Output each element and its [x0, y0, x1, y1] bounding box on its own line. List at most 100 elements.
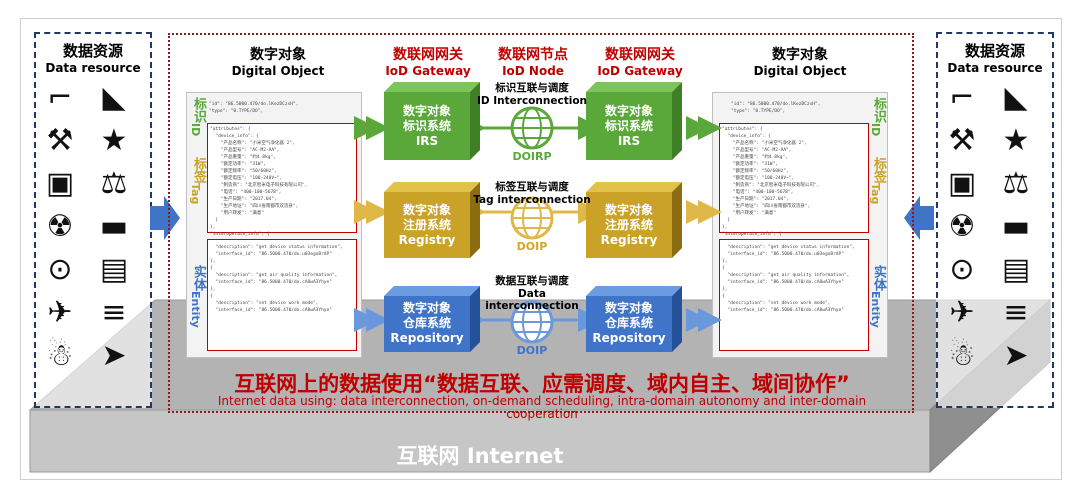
airplane-icon: ✈ — [949, 295, 975, 330]
books-icon: ≡ — [1003, 295, 1029, 330]
doirp-globe-icon — [510, 106, 554, 150]
data-interconnection-label: 数据互联与调度 Data interconnection — [470, 273, 594, 312]
left-icon-grid: ⌐◣⚒★▣⚖☢▬⊙▤✈≡☃➤ — [36, 81, 150, 373]
right-gateway-cn: 数联网网关 — [605, 47, 675, 63]
gavel-icon: ⚒ — [948, 123, 976, 158]
running-person-icon: ★ — [1002, 123, 1030, 158]
right-entity-box: "description": "get device status inform… — [719, 239, 869, 351]
street-lamp-icon: ⌐ — [949, 80, 975, 115]
node-header: 数联网节点 IoD Node — [478, 44, 588, 78]
left-gateway-en: IoD Gateway — [385, 64, 471, 78]
right-tag-label: 标签 Tag — [869, 157, 887, 204]
doip-tag-globe-icon — [510, 196, 554, 240]
left-irs-line3: IRS — [415, 134, 439, 148]
node-header-en: IoD Node — [502, 64, 564, 78]
left-registry-line2: 注册系统 — [402, 218, 451, 232]
right-registry-line1: 数字对象 — [604, 203, 653, 217]
right-irs-line3: IRS — [617, 134, 641, 148]
right-repository-cube — [586, 286, 682, 352]
scales-icon: ⚖ — [1002, 166, 1030, 201]
left-irs-label: 数字对象 标识系统 IRS — [384, 104, 470, 149]
left-do-header-en: Digital Object — [231, 64, 325, 78]
left-digital-object-document: "id": "86.5000.470/do.lKezDCzsH", "type"… — [186, 92, 362, 358]
cctv-camera-icon: ◣ — [1004, 80, 1028, 115]
data-interconnection-cn: 数据互联与调度 — [495, 275, 569, 287]
right-icon-grid: ⌐ ◣ ⚒ ★ ▣ ⚖ ☢ ▬ ⊙ ▤ ✈ ≡ ☃ ➤ — [938, 81, 1052, 373]
left-repository-line1: 数字对象 — [402, 301, 451, 315]
left-registry-cube — [384, 182, 480, 258]
cctv-camera-icon: ◣ — [102, 80, 126, 115]
doip-data-globe-icon — [510, 300, 554, 344]
right-repository-label: 数字对象 仓库系统 Repository — [586, 301, 672, 346]
street-lamp-icon: ⌐ — [47, 80, 73, 115]
left-gateway-header: 数联网网关 IoD Gateway — [378, 44, 478, 78]
running-person-icon: ★ — [100, 123, 128, 158]
left-id-label-en: ID — [189, 123, 202, 137]
id-interconnection-cn: 标识互联与调度 — [495, 82, 569, 94]
left-entity-label-cn: 实体 — [191, 265, 206, 291]
right-resource-subtitle: Data resource — [947, 61, 1043, 75]
id-interconnection-label: 标识互联与调度 ID Interconnection — [470, 80, 594, 107]
right-registry-label: 数字对象 注册系统 Registry — [586, 203, 672, 248]
tag-interconnection-cn: 标签互联与调度 — [495, 181, 569, 193]
right-digital-object-document: "id": "86.5000.470/do.lKezDCzsH", "type"… — [712, 92, 888, 358]
right-do-header-cn: 数字对象 — [772, 47, 828, 63]
safe-icon: ▣ — [947, 166, 977, 201]
figure-frame — [20, 18, 1062, 480]
right-id-code: "id": "86.5000.470/do.lKezDCzsH", "type"… — [731, 102, 821, 114]
robot-icon: ☃ — [46, 338, 74, 373]
left-irs-line2: 标识系统 — [402, 119, 451, 133]
left-tag-label: 标签 Tag — [189, 157, 207, 204]
right-registry-cube — [586, 182, 682, 258]
right-id-label-cn: 标识 — [871, 97, 886, 123]
right-id-label: 标识 ID — [869, 97, 887, 136]
right-repository-line3: Repository — [592, 331, 666, 345]
left-resource-subtitle: Data resource — [45, 61, 141, 75]
left-input-arrow — [150, 196, 180, 240]
node-header-cn: 数联网节点 — [498, 47, 568, 63]
right-tag-box: "attributes": { "device_info": { "产品名称":… — [719, 123, 869, 237]
left-id-code: "id": "86.5000.470/do.lKezDCzsH", "type"… — [209, 102, 299, 114]
left-resource-title: 数据资源 — [62, 42, 123, 60]
iod-main-frame — [168, 33, 914, 413]
left-repository-line2: 仓库系统 — [402, 316, 451, 330]
right-registry-line3: Registry — [600, 233, 658, 247]
gavel-icon: ⚒ — [46, 123, 74, 158]
robot-icon: ☃ — [948, 338, 976, 373]
right-irs-cube — [586, 82, 682, 160]
motorcycle-icon: ⊙ — [949, 252, 975, 287]
left-registry-line3: Registry — [398, 233, 456, 247]
slogan-en: Internet data using: data interconnectio… — [217, 394, 867, 421]
left-do-header-cn: 数字对象 — [250, 47, 306, 63]
safe-icon: ▣ — [45, 166, 75, 201]
left-repository-line3: Repository — [390, 331, 464, 345]
left-irs-cube — [384, 82, 480, 160]
right-gateway-header: 数联网网关 IoD Gateway — [590, 44, 690, 78]
id-interconnection-en: ID Interconnection — [476, 95, 588, 107]
right-entity-label-cn: 实体 — [871, 265, 886, 291]
doip-tag-label: DOIP — [516, 240, 548, 253]
right-tag-code: "attributes": { "device_info": { "产品名称":… — [722, 127, 820, 237]
right-repository-line2: 仓库系统 — [604, 316, 653, 330]
left-repository-label: 数字对象 仓库系统 Repository — [384, 301, 470, 346]
left-tag-code: "attributes": { "device_info": { "产品名称":… — [210, 127, 308, 237]
siren-icon: ☢ — [46, 209, 74, 244]
doirp-label: DOIRP — [512, 150, 552, 163]
train-icon: ▤ — [1001, 252, 1031, 287]
right-repository-line1: 数字对象 — [604, 301, 653, 315]
left-entity-label: 实体 Entity — [189, 265, 207, 328]
rocket-icon: ➤ — [1003, 338, 1029, 373]
left-entity-code: "description": "get device status inform… — [210, 245, 343, 313]
right-entity-label-en: Entity — [869, 291, 882, 328]
right-irs-line2: 标识系统 — [604, 119, 653, 133]
left-tag-label-cn: 标签 — [191, 157, 206, 183]
siren-icon: ☢ — [948, 209, 976, 244]
airplane-icon: ✈ — [47, 295, 73, 330]
tag-interconnection-en: Tag interconnection — [473, 194, 591, 206]
left-entity-box: "description": "get device status inform… — [207, 239, 357, 351]
left-data-resource-panel: 数据资源 Data resource ⌐◣⚒★▣⚖☢▬⊙▤✈≡☃➤ — [34, 32, 152, 408]
car-icon: ▬ — [1001, 209, 1031, 244]
right-entity-code: "description": "get device status inform… — [722, 245, 855, 313]
left-entity-label-en: Entity — [189, 291, 202, 328]
